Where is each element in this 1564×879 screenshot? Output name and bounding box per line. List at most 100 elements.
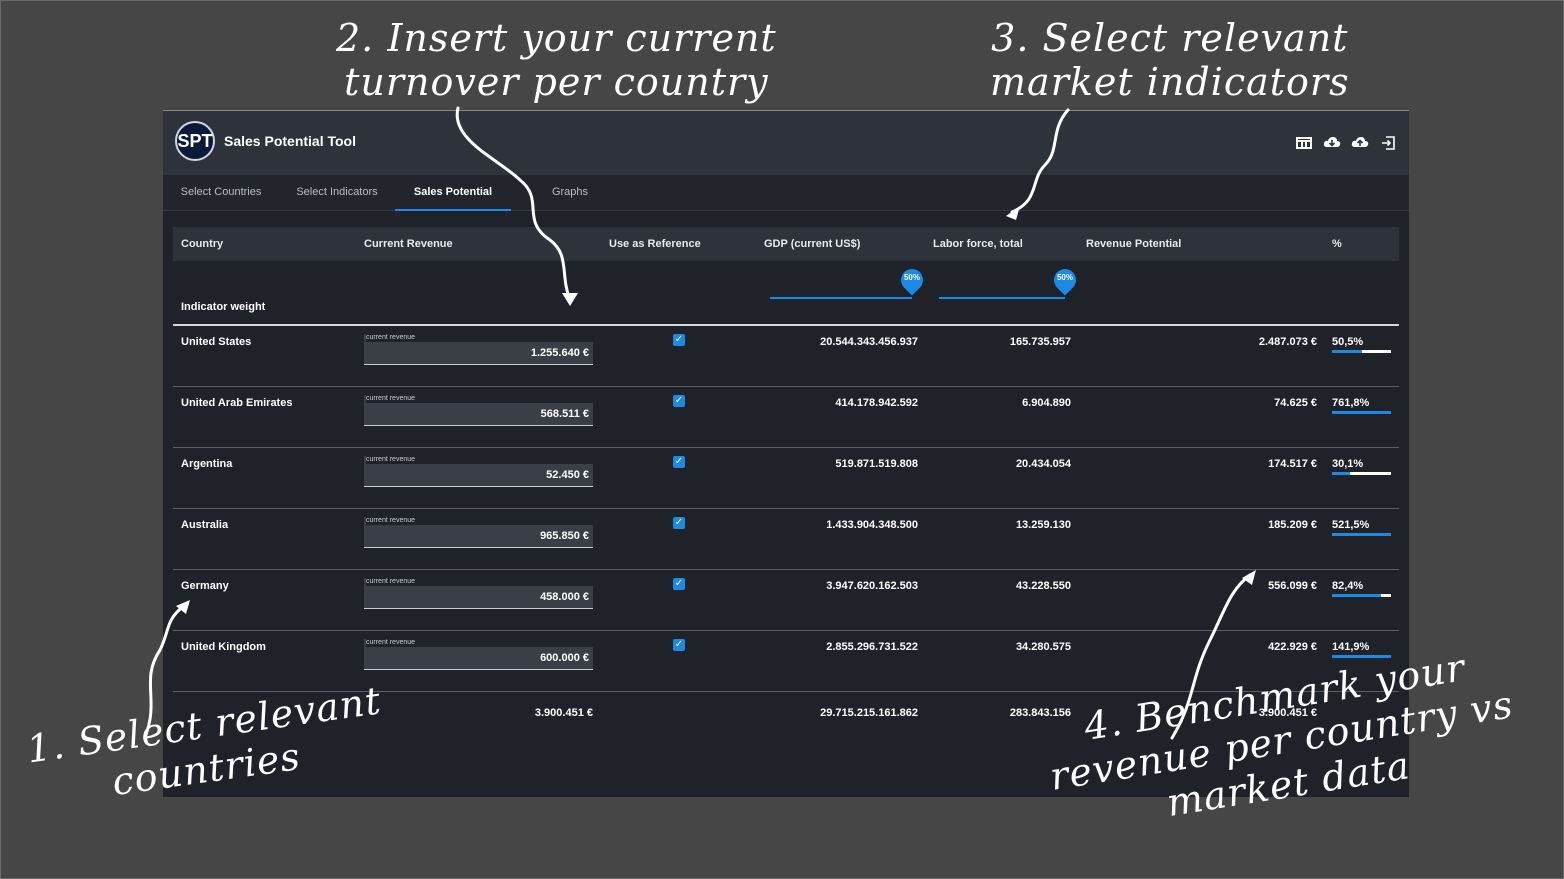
total-revenue: 3.900.451 € [534,707,593,719]
current-revenue-value[interactable]: 600.000 € [540,652,589,664]
col-percent[interactable]: % [1332,238,1342,250]
revenue-potential-value: 422.929 € [1268,641,1317,653]
percent-bar [1332,594,1391,597]
labor-force-value: 34.280.575 [1015,641,1071,653]
current-revenue-label: current revenue [366,456,593,464]
gdp-value: 20.544.343.456.937 [820,336,918,348]
gdp-value: 3.947.620.162.503 [826,580,918,592]
tab-select-countries[interactable]: Select Countries [180,186,262,198]
cloud-download-icon[interactable] [1323,135,1341,151]
revenue-potential-value: 174.517 € [1268,458,1317,470]
percent-value: 50,5% [1332,336,1364,348]
country-name: United Arab Emirates [181,397,293,409]
percent-bar-fill [1332,350,1362,353]
labor-force-value: 165.735.957 [1009,336,1071,348]
percent-bar [1332,655,1391,658]
current-revenue-value[interactable]: 1.255.640 € [530,347,589,359]
current-revenue-label: current revenue [366,517,593,525]
total-labor-force: 283.843.156 [1009,707,1071,719]
percent-bar-fill [1332,472,1350,475]
header-actions [1295,135,1397,151]
col-country[interactable]: Country [181,238,224,250]
gdp-value: 519.871.519.808 [835,458,918,470]
callout-line: 2. Insert your current [336,16,777,60]
current-revenue-input[interactable]: current revenue 52.450 € [364,456,593,487]
use-as-reference-checkbox[interactable]: ✓ [673,334,685,346]
labor-weight-slider[interactable] [939,297,1065,299]
current-revenue-value[interactable]: 568.511 € [540,408,589,420]
gdp-weight-slider[interactable] [770,297,912,299]
tab-select-indicators[interactable]: Select Indicators [296,186,378,198]
current-revenue-value[interactable]: 458.000 € [540,591,589,603]
percent-bar-fill [1332,533,1391,536]
percent-value: 30,1% [1332,458,1364,470]
callout-line: market indicators [990,60,1350,104]
percent-value: 141,9% [1332,641,1370,653]
table-row: United States current revenue 1.255.640 € ✓… [173,326,1399,387]
use-as-reference-checkbox[interactable]: ✓ [673,456,685,468]
callout-line: turnover per country [344,60,769,104]
gdp-value: 2.855.296.731.522 [826,641,918,653]
app-title: Sales Potential Tool [224,133,356,149]
table-header: Country Current Revenue Use as Reference… [173,227,1399,261]
percent-bar-fill [1332,594,1381,597]
country-name: Argentina [181,458,233,470]
percent-bar [1332,533,1391,536]
percent-bar [1332,411,1391,414]
logout-icon[interactable] [1379,135,1397,151]
current-revenue-value[interactable]: 52.450 € [546,469,589,481]
current-revenue-label: current revenue [366,334,593,342]
use-as-reference-checkbox[interactable]: ✓ [673,517,685,529]
table-row: Argentina current revenue 52.450 € ✓ 519.871… [173,448,1399,509]
gdp-weight-value: 50% [903,273,920,282]
col-use-as-reference[interactable]: Use as Reference [609,238,701,250]
current-revenue-input[interactable]: current revenue 1.255.640 € [364,334,593,365]
col-revenue-potential[interactable]: Revenue Potential [1086,238,1182,250]
revenue-potential-value: 185.209 € [1268,519,1317,531]
cloud-upload-icon[interactable] [1351,135,1369,151]
col-labor-force[interactable]: Labor force, total [933,238,1023,250]
gdp-value: 1.433.904.348.500 [826,519,918,531]
percent-value: 521,5% [1332,519,1370,531]
table-icon[interactable] [1295,135,1313,151]
country-name: United Kingdom [181,641,266,653]
col-current-revenue[interactable]: Current Revenue [364,238,453,250]
totals-row: 3.900.451 € 29.715.215.161.862 283.843.1… [173,697,1399,727]
current-revenue-input[interactable]: current revenue 965.850 € [364,517,593,548]
labor-force-value: 13.259.130 [1015,519,1071,531]
use-as-reference-checkbox[interactable]: ✓ [673,395,685,407]
sales-potential-table: Country Current Revenue Use as Reference… [173,227,1399,787]
labor-force-value: 20.434.054 [1015,458,1071,470]
col-gdp[interactable]: GDP (current US$) [764,238,861,250]
app-logo[interactable]: SPT [175,121,215,161]
revenue-potential-value: 2.487.073 € [1258,336,1317,348]
callout-step-3: 3. Select relevant market indicators [990,16,1350,104]
percent-bar-fill [1332,655,1391,658]
percent-bar [1332,350,1391,353]
percent-value: 82,4% [1332,580,1364,592]
tab-bar: Select Countries Select Indicators Sales… [163,175,1409,211]
labor-weight-value: 50% [1056,273,1073,282]
callout-step-2: 2. Insert your current turnover per coun… [336,16,777,104]
use-as-reference-checkbox[interactable]: ✓ [673,578,685,590]
total-revenue-potential: 3.900.451 € [1258,707,1317,719]
total-gdp: 29.715.215.161.862 [820,707,918,719]
labor-force-value: 43.228.550 [1015,580,1071,592]
country-name: United States [181,336,252,348]
use-as-reference-checkbox[interactable]: ✓ [673,639,685,651]
country-name: Germany [181,580,229,592]
callout-line: 3. Select relevant [991,16,1349,60]
revenue-potential-value: 556.099 € [1268,580,1317,592]
current-revenue-value[interactable]: 965.850 € [540,530,589,542]
tab-sales-potential[interactable]: Sales Potential [395,175,511,211]
tab-graphs[interactable]: Graphs [551,186,589,198]
indicator-weight-row: Indicator weight 50% 50% [173,261,1399,326]
percent-value: 761,8% [1332,397,1370,409]
